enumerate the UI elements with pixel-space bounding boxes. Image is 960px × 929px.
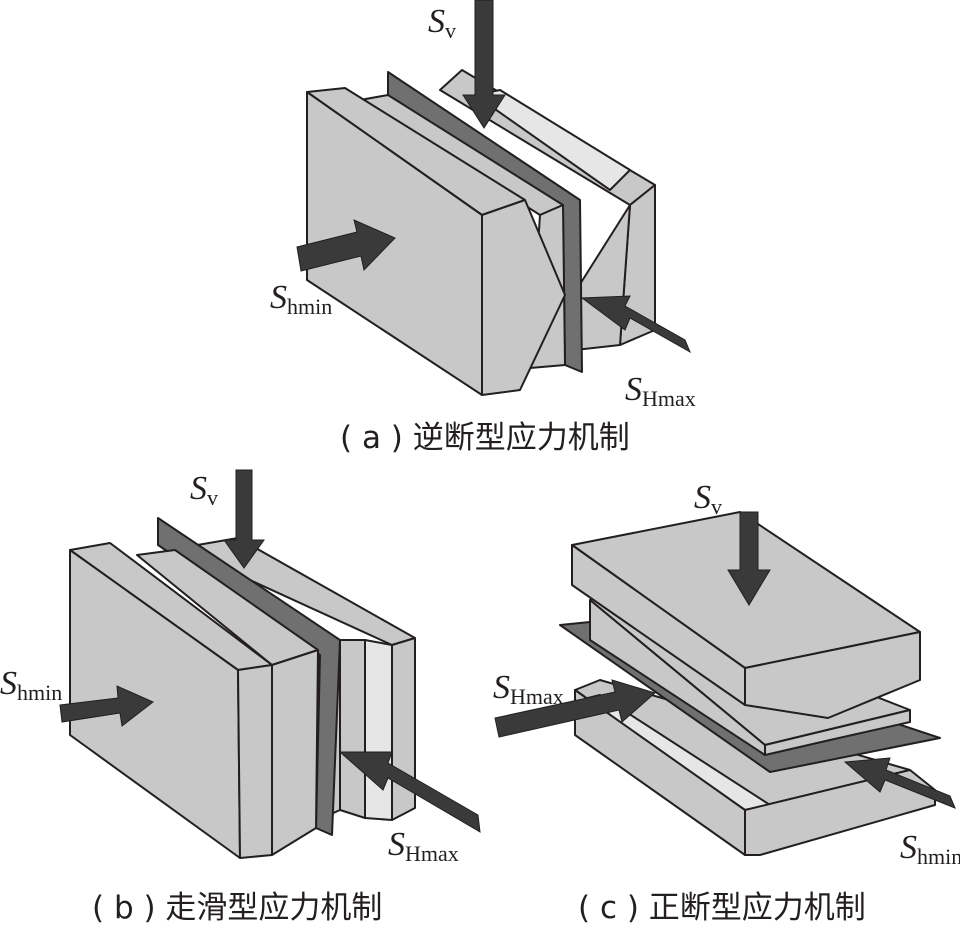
- panel-b-caption: ( b ) 走滑型应力机制: [92, 890, 382, 926]
- panel-c-sv-label: Sv: [694, 479, 722, 519]
- panel-b-diagram: Sv Shmin SHmax ( b ) 走滑型应力机制: [0, 469, 481, 926]
- panel-b-shmin-label: Shmin: [0, 665, 62, 705]
- panel-c-mid-block-side: [764, 709, 911, 756]
- panel-a-shmin-arrow: [296, 219, 396, 272]
- panel-c-sv-arrow: [727, 511, 771, 606]
- panel-c-top-block-side: [744, 631, 921, 719]
- panel-c-shmax-arrow: [494, 679, 657, 738]
- panel-a-shmax-arrow: [580, 295, 692, 354]
- panel-c-shmax-label: SHmax: [493, 669, 564, 709]
- panel-b-front-block-side: [237, 664, 273, 859]
- panel-a-sv-arrow: [462, 0, 506, 129]
- panel-b-back-block-side: [391, 637, 416, 821]
- panel-c-bottom-block-side: [744, 769, 936, 856]
- panel-b-shmax-label: SHmax: [388, 826, 459, 866]
- panel-b-mid-block-side: [271, 649, 319, 856]
- panel-c-shmin-label: Shmin: [900, 829, 960, 869]
- panel-c-shmin-arrow: [843, 757, 956, 809]
- panel-a-front-block-side: [481, 199, 566, 396]
- panel-a-shmin-label: Shmin: [270, 279, 332, 319]
- panel-a-diagram: Sv Shmin SHmax ( a ) 逆断型应力机制: [270, 0, 696, 456]
- panel-a-caption: ( a ) 逆断型应力机制: [340, 420, 630, 456]
- panel-b-shmin-arrow: [59, 685, 154, 727]
- panel-c-caption: ( c ) 正断型应力机制: [578, 890, 866, 926]
- panel-b-plate-2: [339, 639, 366, 819]
- panel-b-sv-label: Sv: [190, 470, 218, 510]
- panel-b-light-plate: [364, 639, 393, 821]
- panel-b-shmax-arrow: [338, 751, 481, 833]
- panel-a-shmax-label: SHmax: [625, 371, 696, 411]
- panel-b-sv-arrow: [223, 469, 265, 569]
- panel-a-sv-label: Sv: [428, 3, 456, 43]
- panel-c-diagram: Sv SHmax Shmin ( c ) 正断型应力机制: [493, 479, 960, 926]
